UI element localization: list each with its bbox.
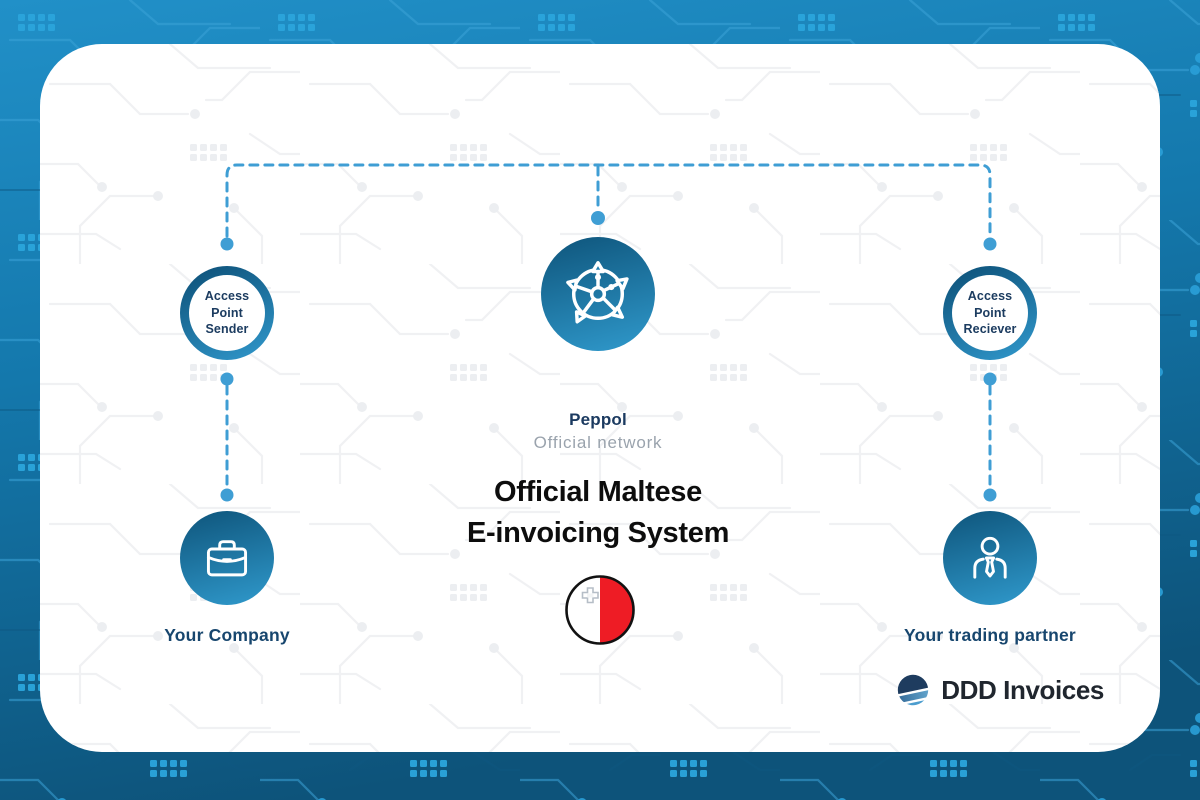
brand-logo-text: DDD Invoices bbox=[941, 674, 1104, 705]
peppol-subtitle: Official network bbox=[533, 433, 663, 452]
access-point-sender-line3: Sender bbox=[205, 322, 249, 337]
briefcase-icon bbox=[206, 540, 248, 577]
diagram-card: Access Point Sender Access Point Recieve… bbox=[40, 44, 1160, 752]
connector-dot bbox=[983, 372, 997, 386]
access-point-sender-label: Access Point Sender bbox=[189, 275, 265, 351]
access-point-receiver-line1: Access bbox=[967, 289, 1013, 304]
top-connector-line bbox=[225, 163, 992, 238]
connector-dot bbox=[591, 211, 605, 225]
connector-dot bbox=[220, 372, 234, 386]
access-point-receiver-label: Access Point Reciever bbox=[952, 275, 1028, 351]
peppol-node bbox=[541, 237, 655, 351]
malta-flag-icon bbox=[564, 574, 636, 646]
trading-partner-node bbox=[943, 511, 1037, 605]
person-icon bbox=[973, 536, 1007, 579]
trading-partner-label: Your trading partner bbox=[904, 625, 1076, 645]
your-company-label: Your Company bbox=[164, 625, 290, 645]
access-point-receiver-line3: Reciever bbox=[963, 322, 1017, 337]
ddd-logo-mark bbox=[895, 671, 932, 709]
connector-dot bbox=[983, 237, 997, 251]
connector-dot bbox=[220, 237, 234, 251]
brand-logo: DDD Invoices bbox=[894, 671, 1104, 709]
access-point-receiver-node: Access Point Reciever bbox=[943, 266, 1037, 360]
network-globe-icon bbox=[566, 261, 629, 324]
connector-dot bbox=[983, 488, 997, 502]
title-line1: Official Maltese bbox=[494, 476, 702, 508]
page-title: Official Maltese E-invoicing System bbox=[348, 472, 848, 554]
peppol-name: Peppol bbox=[569, 410, 627, 429]
title-line2: E-invoicing System bbox=[466, 517, 730, 549]
access-point-sender-node: Access Point Sender bbox=[180, 266, 274, 360]
access-point-receiver-line2: Point bbox=[974, 305, 1006, 320]
your-company-node bbox=[180, 511, 274, 605]
connector-dot bbox=[220, 488, 234, 502]
access-point-sender-line1: Access bbox=[204, 289, 250, 304]
access-point-sender-line2: Point bbox=[211, 305, 243, 320]
